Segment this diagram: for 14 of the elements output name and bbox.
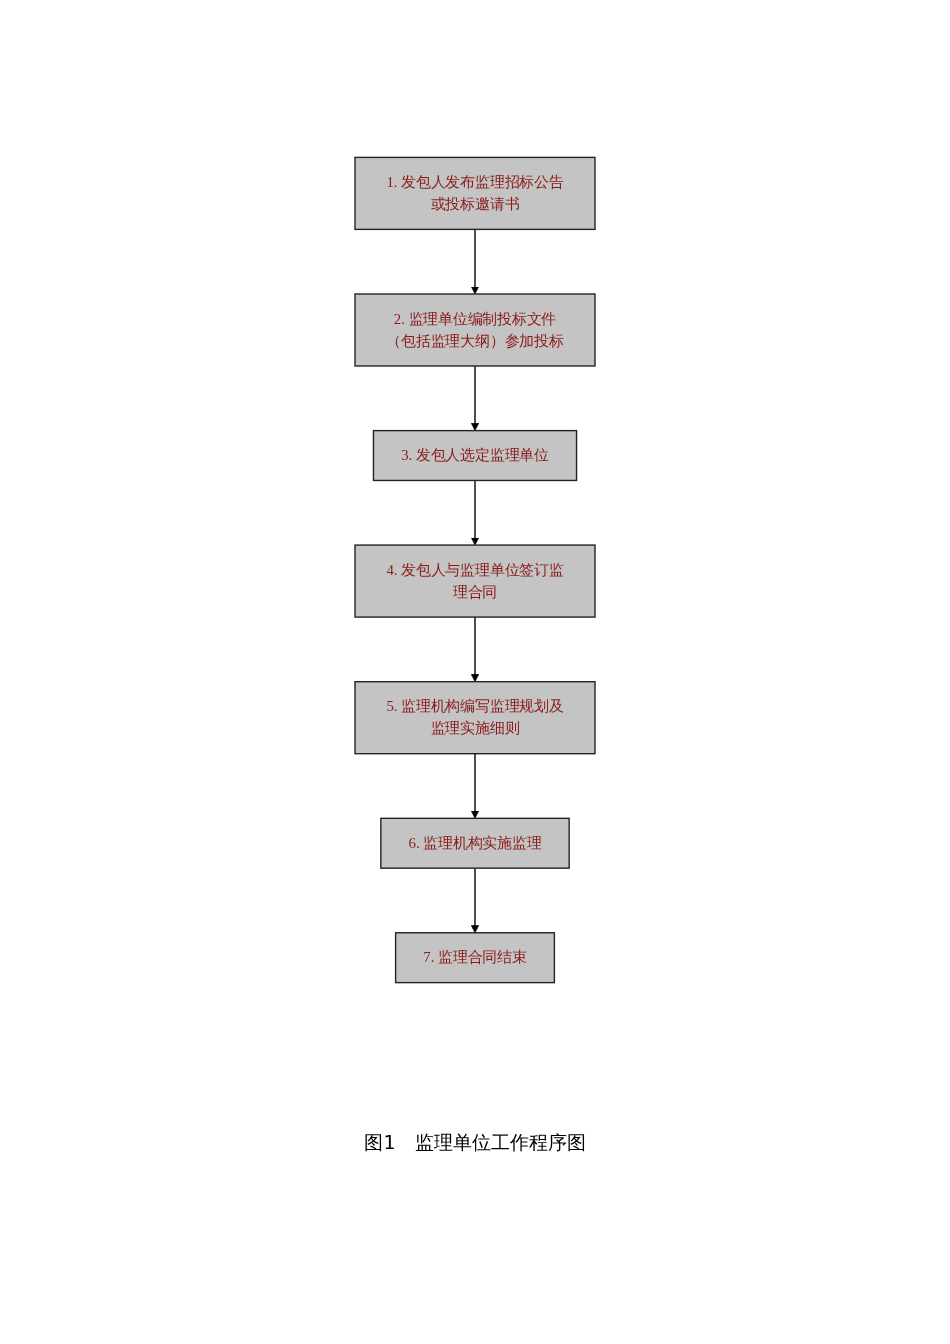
arrow (470, 228, 480, 295)
node-box: 1. 发包人发布监理招标公告或投标邀请书 (354, 156, 596, 231)
arrow (470, 616, 480, 683)
node-box: 7. 监理合同结束 (394, 932, 556, 984)
node-box: 4. 发包人与监理单位签订监理合同 (354, 544, 596, 618)
figure-caption: 图1 监理单位工作程序图 (364, 1130, 586, 1155)
arrow (470, 753, 480, 819)
arrow (470, 365, 480, 431)
node-box: 6. 监理机构实施监理 (380, 817, 570, 869)
arrow (470, 867, 480, 934)
node-box: 5. 监理机构编写监理规划及监理实施细则 (354, 681, 596, 755)
node-box: 3. 发包人选定监理单位 (372, 429, 578, 482)
node-box: 2. 监理单位编制投标文件（包括监理大纲）参加投标 (354, 293, 596, 367)
arrow (470, 479, 480, 546)
